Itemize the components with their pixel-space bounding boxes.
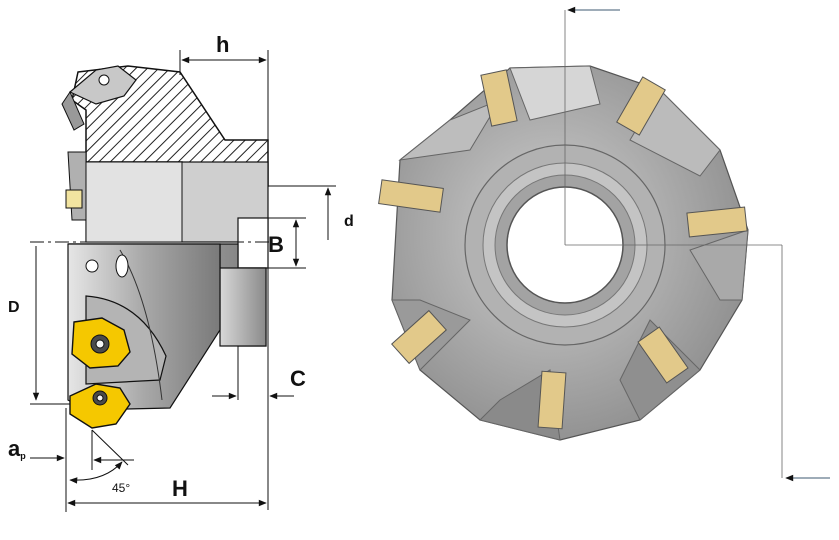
dim-label-D: D <box>8 299 20 316</box>
face-view <box>378 6 830 482</box>
dim-label-C: C <box>290 366 306 391</box>
side-section-view <box>30 50 336 512</box>
angle-label: 45° <box>112 481 131 495</box>
dim-label-d: d <box>344 213 354 230</box>
dim-label-H: H <box>172 476 188 501</box>
dim-label-ap: ap <box>8 436 26 461</box>
face-inserts <box>378 69 748 430</box>
dim-label-h: h <box>216 32 230 57</box>
insert-lower-2 <box>69 383 131 429</box>
dim-label-B: B <box>268 232 284 257</box>
